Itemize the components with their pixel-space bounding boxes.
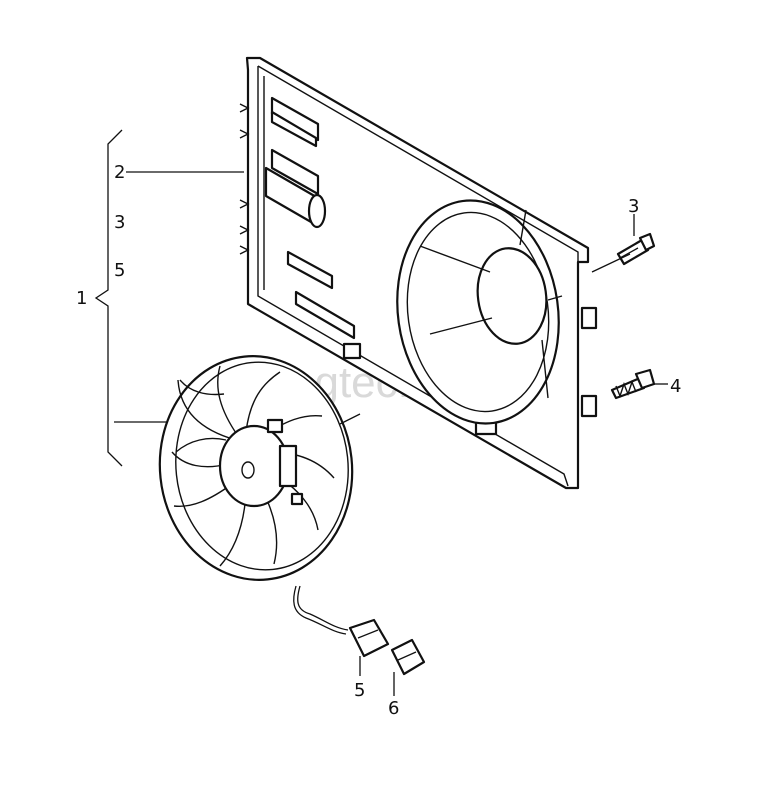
callout-4: 4 — [670, 376, 681, 397]
bolt-part-3 — [616, 232, 656, 266]
screw-part-4 — [610, 368, 656, 400]
connector-part-5 — [348, 618, 390, 658]
leader-lines — [94, 129, 668, 696]
fan-shroud — [239, 56, 598, 490]
callout-1: 1 — [76, 288, 87, 309]
radiator-fan — [158, 355, 354, 581]
fan-harness — [293, 585, 426, 676]
callout-3-in-group: 3 — [114, 212, 125, 233]
plug-part-6 — [390, 638, 426, 676]
callout-3: 3 — [628, 196, 639, 217]
callout-6: 6 — [388, 698, 399, 719]
callout-2: 2 — [114, 162, 125, 183]
callout-5: 5 — [354, 680, 365, 701]
callout-5-in-group: 5 — [114, 260, 125, 281]
